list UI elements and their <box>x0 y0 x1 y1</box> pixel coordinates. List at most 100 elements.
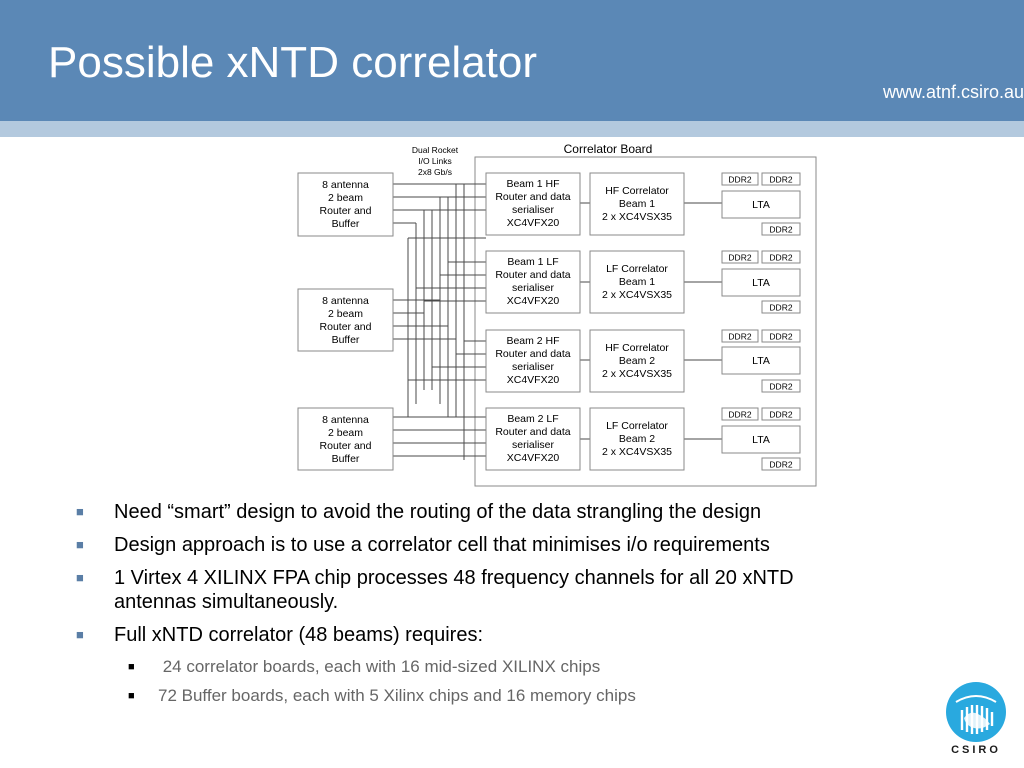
ddr2-chip <box>721 407 759 421</box>
header-stripe <box>0 121 1024 137</box>
buffer-text: Router and <box>320 321 372 333</box>
lta-box <box>721 268 801 297</box>
ddr2-label: DDR2 <box>769 382 792 392</box>
correlator-text: Beam 1 <box>619 276 655 288</box>
router-text: Beam 2 LF <box>507 413 558 425</box>
buffer-text: Buffer <box>332 453 360 465</box>
ddr2-chip <box>721 329 759 343</box>
buffer-text: Buffer <box>332 334 360 346</box>
correlator-text: Beam 2 <box>619 355 655 367</box>
lta-label: LTA <box>752 355 770 367</box>
bullet-item: ■ Need “smart” design to avoid the routin… <box>76 500 876 524</box>
lta-box <box>721 190 801 219</box>
router-text: XC4VFX20 <box>507 452 560 464</box>
ddr2-chip <box>721 172 759 186</box>
router-text: Beam 1 HF <box>506 178 559 190</box>
router-text: Router and data <box>495 348 570 360</box>
router-box: Beam 2 HF Router and data serialiser XC4… <box>485 329 581 393</box>
correlator-text: HF Correlator <box>605 342 669 354</box>
footer-url: www.atnf.csiro.au <box>882 82 1024 102</box>
header-bar <box>0 0 1024 121</box>
bullet-marker: ■ <box>128 690 135 702</box>
router-text: Router and data <box>495 269 570 281</box>
router-box: Beam 1 HF Router and data serialiser XC4… <box>485 172 581 236</box>
csiro-logo: CSIRO <box>946 682 1006 756</box>
router-text: XC4VFX20 <box>507 374 560 386</box>
bullet-marker: ■ <box>76 504 84 519</box>
lta-label: LTA <box>752 434 770 446</box>
ddr2-chip <box>761 457 801 471</box>
ddr2-label: DDR2 <box>728 332 751 342</box>
ddr2-chip <box>761 250 801 264</box>
board-label: Correlator Board <box>564 142 653 156</box>
link-label: Dual Rocket I/O Links 2x8 Gb/s <box>412 145 459 177</box>
buffer-text: Buffer <box>332 218 360 230</box>
buffer-text: Router and <box>320 205 372 217</box>
ddr2-label: DDR2 <box>769 410 792 420</box>
lta-label: LTA <box>752 199 770 211</box>
buffer-box: 8 antenna 2 beam Router and Buffer <box>297 288 394 352</box>
logo-text: CSIRO <box>951 744 1001 756</box>
memory-group: DDR2 DDR2 LTA DDR2 <box>721 407 801 471</box>
ddr2-label: DDR2 <box>769 253 792 263</box>
ddr2-chip <box>761 222 801 236</box>
ddr2-chip <box>761 172 801 186</box>
ddr2-label: DDR2 <box>769 303 792 313</box>
correlator-text: Beam 1 <box>619 198 655 210</box>
correlator-text: 2 x XC4VSX35 <box>602 289 672 301</box>
buffer-text: 2 beam <box>328 427 363 439</box>
correlator-text: LF Correlator <box>606 420 668 432</box>
router-text: Beam 1 LF <box>507 256 558 268</box>
ddr2-chip <box>761 300 801 314</box>
bullet-item: ■ Full xNTD correlator (48 beams) require… <box>76 623 876 647</box>
correlator-text: 2 x XC4VSX35 <box>602 368 672 380</box>
bullet-marker: ■ <box>76 627 84 642</box>
router-text: serialiser <box>512 361 555 373</box>
buffer-text: 8 antenna <box>322 179 369 191</box>
bullet-marker: ■ <box>76 537 84 552</box>
buffer-text: Router and <box>320 440 372 452</box>
correlator-text: 2 x XC4VSX35 <box>602 211 672 223</box>
lta-box <box>721 425 801 454</box>
link-label-line: I/O Links <box>418 156 452 166</box>
router-text: Router and data <box>495 191 570 203</box>
lta-label: LTA <box>752 277 770 289</box>
bullet-text: 24 correlator boards, each with 16 mid-s… <box>158 657 601 676</box>
sub-bullet-item: ■ 24 correlator boards, each with 16 mid… <box>128 656 876 678</box>
correlator-box: HF Correlator Beam 2 2 x XC4VSX35 <box>589 329 685 393</box>
correlator-text: 2 x XC4VSX35 <box>602 446 672 458</box>
ddr2-chip <box>721 250 759 264</box>
wiring <box>393 183 722 460</box>
router-text: Router and data <box>495 426 570 438</box>
ddr2-label: DDR2 <box>769 460 792 470</box>
correlator-box: LF Correlator Beam 1 2 x XC4VSX35 <box>589 250 685 314</box>
buffer-text: 8 antenna <box>322 414 369 426</box>
bullet-text: Full xNTD correlator (48 beams) requires… <box>114 624 483 646</box>
bullet-text: Need “smart” design to avoid the routing… <box>114 501 762 523</box>
bullet-item: ■1 Virtex 4 XILINX FPA chip processes 48… <box>76 566 876 614</box>
router-box: Beam 1 LF Router and data serialiser XC4… <box>485 250 581 314</box>
router-box: Beam 2 LF Router and data serialiser XC4… <box>485 407 581 471</box>
router-text: serialiser <box>512 439 555 451</box>
link-label-line: Dual Rocket <box>412 145 459 155</box>
router-text: Beam 2 HF <box>506 335 559 347</box>
buffer-text: 8 antenna <box>322 295 369 307</box>
correlator-text: Beam 2 <box>619 433 655 445</box>
correlator-box: LF Correlator Beam 2 2 x XC4VSX35 <box>589 407 685 471</box>
ddr2-label: DDR2 <box>769 175 792 185</box>
sub-bullet-item: ■ 72 Buffer boards, each with 5 Xilinx ch… <box>128 685 876 707</box>
correlator-text: HF Correlator <box>605 185 669 197</box>
bullet-text: 72 Buffer boards, each with 5 Xilinx chi… <box>158 686 636 705</box>
ddr2-label: DDR2 <box>769 332 792 342</box>
correlator-box: HF Correlator Beam 1 2 x XC4VSX35 <box>589 172 685 236</box>
bullet-item: ■Design approach is to use a correlator … <box>76 533 876 557</box>
bullet-marker: ■ <box>76 570 84 585</box>
router-text: XC4VFX20 <box>507 295 560 307</box>
lta-box <box>721 346 801 375</box>
router-text: serialiser <box>512 204 555 216</box>
bullet-marker: ■ <box>128 661 135 673</box>
ddr2-label: DDR2 <box>728 175 751 185</box>
correlator-text: LF Correlator <box>606 263 668 275</box>
buffer-box: 8 antenna 2 beam Router and Buffer <box>297 172 394 237</box>
